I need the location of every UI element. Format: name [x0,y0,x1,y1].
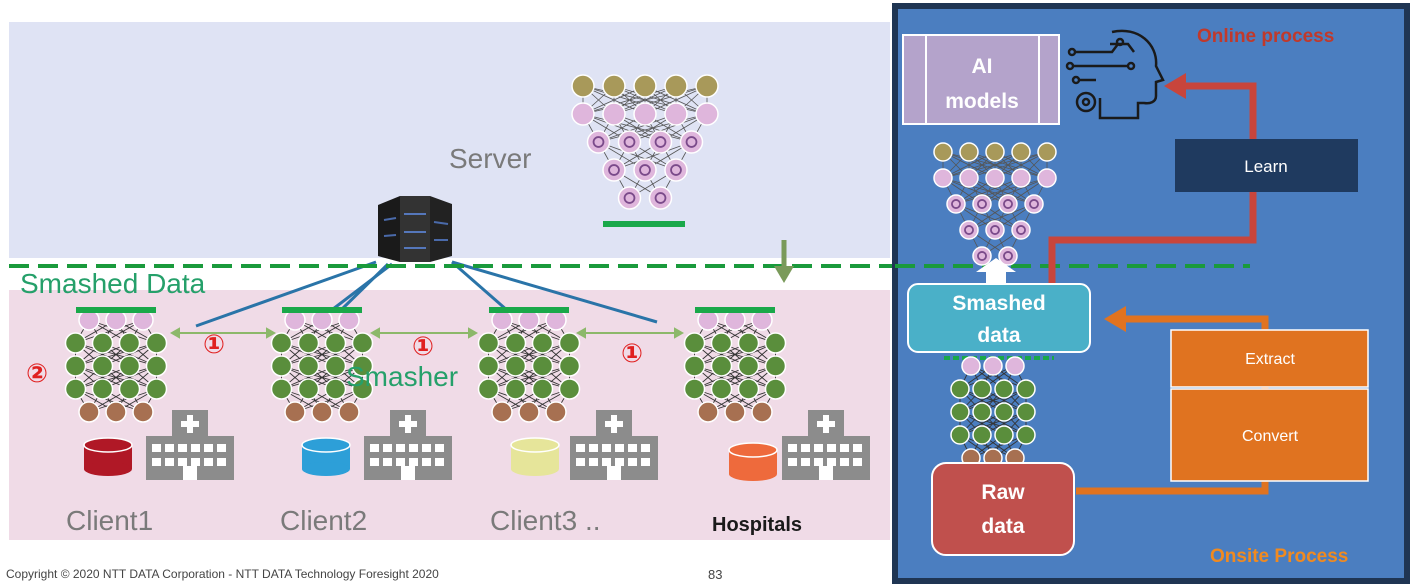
ai-head-gear-icon [1065,29,1165,120]
hospital-icon [364,410,452,480]
ai-models-line1: AI [972,55,993,78]
convert-label: Convert [1242,428,1299,445]
hospital-icon [146,410,234,480]
server-label: Server [449,143,531,174]
step-2-marker: ② [26,358,48,388]
process-panel-bg [892,3,1410,584]
server-rack-icon [378,196,452,262]
split-learning-diagram: Server Smashed Data [9,22,895,540]
learn-arrow [1048,73,1257,300]
extract-arrow [1076,306,1269,495]
up-arrow-icon [976,258,1016,284]
client1-label: Client1 [66,505,153,536]
step-1-marker-c: ① [621,338,643,368]
online-process-label: Online process [1197,26,1334,47]
smashed-data-label: Smashed Data [20,268,206,299]
page-number: 83 [708,567,723,582]
extract-box [1170,329,1369,388]
copyright-footer: Copyright © 2020 NTT DATA Corporation - … [6,567,439,581]
database-cylinders [83,437,778,481]
client-peer-arrows [169,327,685,339]
extract-label: Extract [1245,351,1295,368]
server-client-links [195,260,658,328]
panel-client-network-icon [950,356,1036,468]
raw-data-line1: Raw [981,481,1025,504]
step-1-marker-a: ① [203,329,225,359]
hospitals-label: Hospitals [712,514,802,536]
ai-models-line2: models [945,90,1019,113]
server-neural-network-icon [571,74,719,210]
raw-data-box [931,462,1075,556]
client3-label: Client3 .. [490,505,601,536]
raw-data-line2: data [981,515,1025,538]
smashed-data-box [907,283,1091,353]
onsite-process-label: Onsite Process [1210,546,1348,567]
hospital-icons [146,410,870,480]
step-1-marker-b: ① [412,331,434,361]
hospital-icon [782,410,870,480]
smashed-data-line2: data [977,324,1021,347]
smashed-data-line1: Smashed [952,292,1045,315]
learn-box [1175,139,1358,192]
panel-server-network-icon [933,142,1057,266]
client-networks [64,309,787,423]
client2-label: Client2 [280,505,367,536]
learn-label: Learn [1244,157,1287,176]
hospital-icon [570,410,658,480]
ai-models-box: AI models [902,34,1060,125]
down-arrow-icon [774,240,794,283]
smasher-label: Smasher [346,361,458,392]
convert-box [1170,388,1369,482]
